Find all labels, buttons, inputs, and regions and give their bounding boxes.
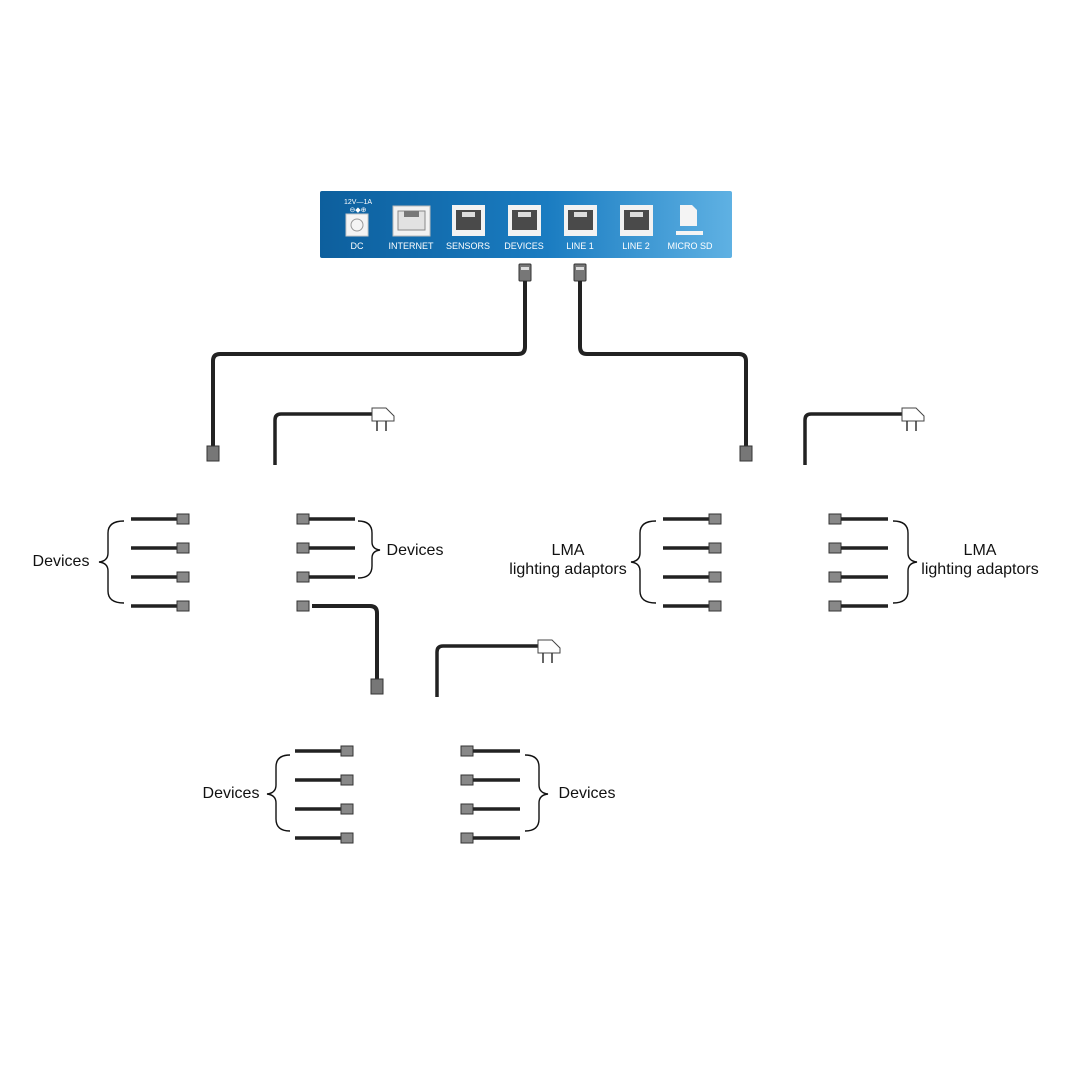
- label-right-hub-lma-right: LMA lighting adaptors: [912, 541, 1048, 579]
- cable-daisy: [312, 604, 379, 679]
- rj-plug-icon: [370, 678, 384, 695]
- bottom-hub-left-cables: [295, 745, 354, 844]
- controller-panel: 12V—1A ⊖◆⊕ DC INTERNET SENSORS DEVICES: [320, 191, 732, 258]
- label-right-hub-lma-left-line1: LMA: [551, 542, 585, 559]
- right-hub-left-cables: [663, 513, 722, 612]
- power-plug-icon: [901, 407, 925, 422]
- left-hub-left-cables: [131, 513, 190, 612]
- label-left-hub-devices-right: Devices: [386, 542, 444, 559]
- brace-icon: [524, 754, 549, 832]
- label-bottom-hub-devices-right: Devices: [558, 785, 616, 802]
- port-label-line2: LINE 2: [622, 241, 650, 251]
- port-label-sensors: SENSORS: [446, 241, 490, 251]
- label-right-hub-lma-left-line2: lighting adaptors: [509, 561, 627, 578]
- power-rating-text: 12V—1A: [344, 199, 372, 206]
- label-right-hub-lma-right-line1: LMA: [963, 542, 997, 559]
- port-label-line1: LINE 1: [566, 241, 594, 251]
- brace-icon: [357, 520, 381, 579]
- power-jack-icon: [345, 213, 369, 237]
- label-right-hub-lma-right-line2: lighting adaptors: [921, 561, 1039, 578]
- polarity-symbol: ⊖◆⊕: [349, 207, 366, 214]
- power-plug-icon: [371, 407, 395, 422]
- label-left-hub-devices-left: Devices: [32, 553, 90, 570]
- port-label-internet: INTERNET: [389, 241, 435, 251]
- port-label-dc: DC: [351, 241, 364, 251]
- line1-port[interactable]: LINE 1: [564, 205, 597, 251]
- power-cord: [803, 412, 902, 465]
- router-plugs: [518, 263, 587, 282]
- devices-port[interactable]: DEVICES: [504, 205, 544, 251]
- line2-port[interactable]: LINE 2: [620, 205, 653, 251]
- cable-devices: [211, 281, 527, 446]
- power-plug-icon: [537, 639, 561, 654]
- dc-port[interactable]: 12V—1A ⊖◆⊕ DC: [344, 199, 372, 251]
- port-label-microsd: MICRO SD: [668, 241, 714, 251]
- brace-icon: [266, 754, 291, 832]
- microsd-icon: [680, 205, 697, 226]
- rj-plug-icon: [518, 263, 532, 282]
- brace-icon: [630, 520, 657, 604]
- rj-plug-icon: [573, 263, 587, 282]
- label-bottom-hub-devices-left: Devices: [202, 785, 260, 802]
- microsd-slot[interactable]: MICRO SD: [668, 205, 714, 251]
- power-cord: [435, 644, 538, 697]
- cable-line1: [578, 281, 748, 446]
- brace-icon: [98, 520, 125, 604]
- right-hub-right-cables: [828, 513, 888, 612]
- label-right-hub-lma-left: LMA lighting adaptors: [500, 541, 636, 579]
- internet-port[interactable]: INTERNET: [389, 205, 435, 251]
- brace-icon: [892, 520, 918, 604]
- power-cord: [273, 412, 372, 465]
- port-label-devices: DEVICES: [504, 241, 544, 251]
- bottom-hub-right-cables: [460, 745, 520, 844]
- rj-plug-icon: [739, 445, 753, 462]
- left-hub-right-cables: [296, 513, 355, 612]
- rj-plug-icon: [206, 445, 220, 462]
- sensors-port[interactable]: SENSORS: [446, 205, 490, 251]
